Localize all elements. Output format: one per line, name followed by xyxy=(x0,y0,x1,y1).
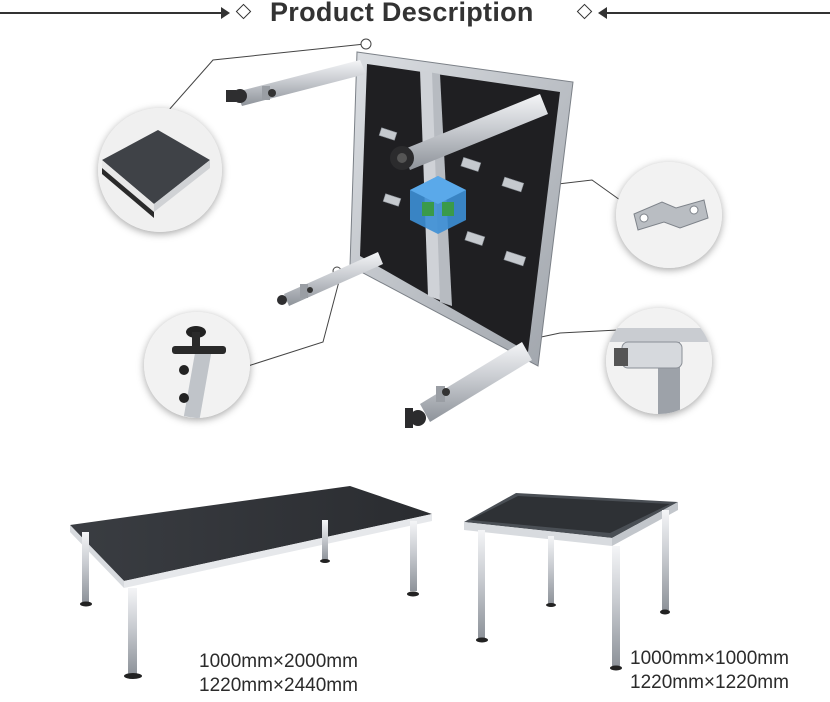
cube-logo-icon xyxy=(410,176,466,234)
detail-bracket-closeup xyxy=(616,162,722,268)
size-label: 1000mm×2000mm xyxy=(199,651,358,672)
stage-leg-bottom-right xyxy=(405,342,532,428)
size-label: 1000mm×1000mm xyxy=(630,648,789,669)
large-stage-sizes: 1000mm×2000mm 1220mm×2440mm xyxy=(199,650,358,698)
header-left-arrow-icon xyxy=(598,7,607,19)
bracket xyxy=(378,127,398,141)
bracket xyxy=(503,250,527,267)
callout-marker xyxy=(360,38,372,50)
size-label: 1220mm×2440mm xyxy=(199,675,358,696)
stage-leg-top-left xyxy=(226,60,366,106)
page-title: Product Description xyxy=(270,0,534,27)
detail-surface-closeup xyxy=(98,108,222,232)
small-stage-image xyxy=(464,493,678,671)
detail-clamp-closeup xyxy=(606,308,712,414)
large-stage-image xyxy=(70,486,432,679)
bracket xyxy=(460,157,482,172)
small-stage-sizes: 1000mm×1000mm 1220mm×1220mm xyxy=(630,647,789,695)
header-right-line xyxy=(606,12,830,14)
header-right-arrow-icon xyxy=(221,7,230,19)
size-label: 1220mm×1220mm xyxy=(630,672,789,693)
bracket xyxy=(464,231,486,246)
bracket xyxy=(382,193,402,207)
bracket xyxy=(501,176,525,193)
stage-leg-top-right xyxy=(390,94,548,170)
section-header: Product Description xyxy=(0,0,830,30)
header-left-line xyxy=(0,12,222,14)
detail-leg-adjuster-closeup xyxy=(144,312,250,418)
stage-leg-bottom-left xyxy=(277,252,383,306)
